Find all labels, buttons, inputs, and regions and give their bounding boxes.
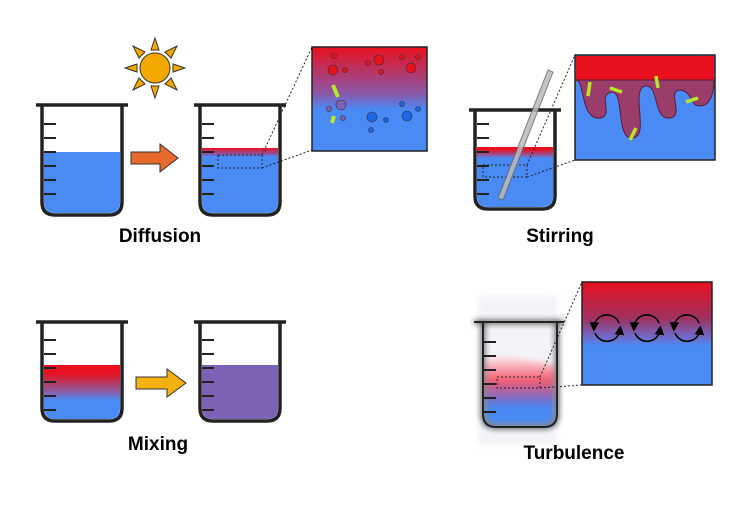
stirring-inset [574, 54, 716, 161]
right-arrow-icon [130, 142, 179, 174]
sun-icon [123, 36, 187, 100]
right-arrow-icon [135, 368, 187, 398]
beaker-mixing-before [36, 320, 128, 423]
stirring-label: Stirring [526, 226, 594, 247]
mixing-label: Mixing [127, 434, 189, 455]
beaker-stirring [469, 54, 576, 211]
beaker-turbulence [474, 281, 583, 445]
beaker-mixing-after [194, 320, 286, 423]
beaker-diffusion [194, 46, 313, 217]
diffusion-label: Diffusion [118, 226, 202, 247]
beaker-initial [36, 103, 128, 217]
stirring-rod [497, 69, 554, 201]
turbulence-inset [581, 281, 713, 386]
turbulence-label: Turbulence [523, 443, 625, 464]
diffusion-inset [311, 46, 428, 152]
